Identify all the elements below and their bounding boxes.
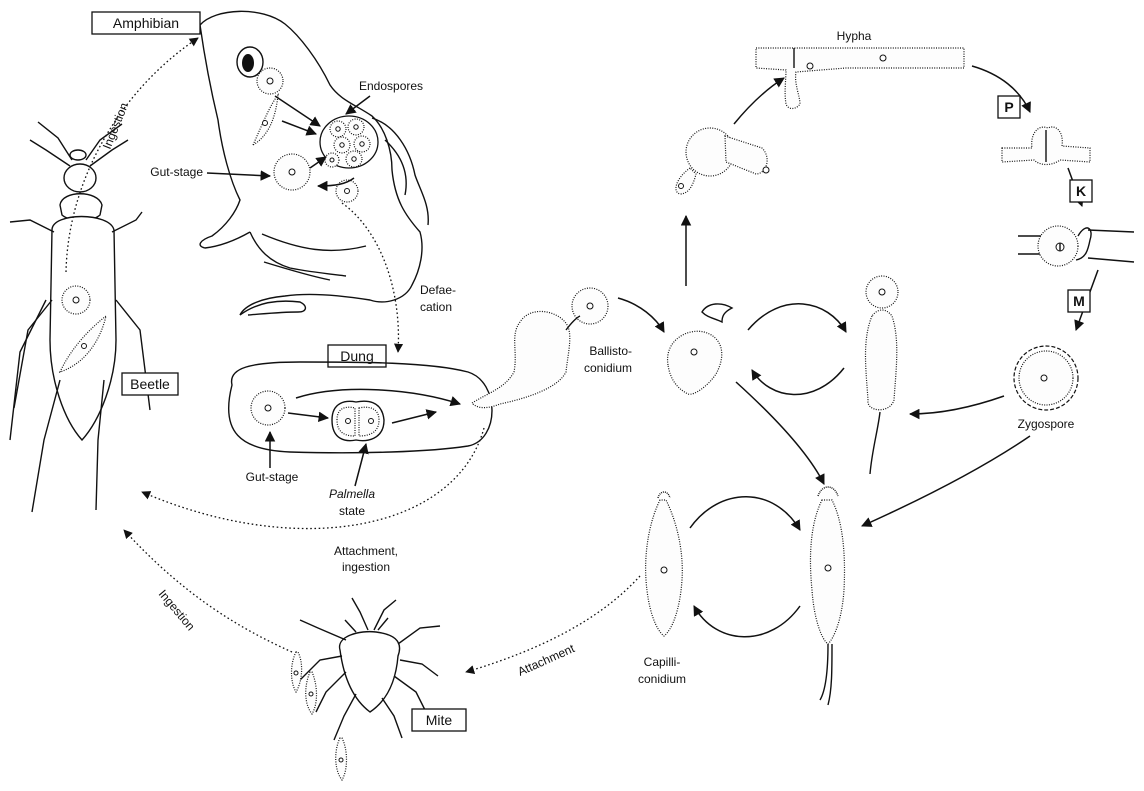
capilliconidium-detached: [646, 492, 683, 636]
endospores-label: Endospores: [359, 79, 423, 93]
frog-illustration: [200, 11, 428, 315]
capilliconidium-label-1: Capilli-: [644, 655, 681, 669]
germinating-spore: [676, 128, 769, 194]
ballistoconidium-label-2: conidium: [584, 361, 632, 375]
stage-p-label: P: [1004, 99, 1013, 115]
attachment-label: Attachment: [516, 641, 578, 679]
capilliconidiophore: [810, 487, 844, 705]
mite-illustration: [292, 598, 441, 780]
progametangia: [1002, 127, 1090, 165]
stage-k-label: K: [1076, 183, 1086, 199]
palmella-label: Palmella: [329, 487, 375, 501]
ballistoconidium: [668, 304, 732, 394]
zygospore-label: Zygospore: [1018, 417, 1075, 431]
stage-m-label: M: [1073, 293, 1085, 309]
dung-pellet: [229, 362, 492, 453]
ingestion-label-top: Ingestion: [100, 101, 131, 151]
secondary-conidiophore: [866, 276, 899, 474]
conidiophore-germinating: [472, 288, 608, 408]
ballistoconidium-label-1: Ballisto-: [589, 344, 632, 358]
gut-stage-label-dung: Gut-stage: [246, 470, 299, 484]
karyogamy-zygote: [1018, 226, 1134, 266]
attachment-ingestion-label-2: ingestion: [342, 560, 390, 574]
capilliconidium-label-2: conidium: [638, 672, 686, 686]
gut-stage-label-top: Gut-stage: [150, 165, 203, 179]
palmella-state-label: state: [339, 504, 365, 518]
zygospore: [1014, 346, 1078, 410]
endospore-cluster: [320, 116, 378, 168]
beetle-label: Beetle: [130, 376, 170, 392]
defaecation-label-1: Defae-: [420, 283, 456, 297]
ingestion-label-bottom: Ingestion: [156, 587, 198, 633]
hypha: [756, 48, 964, 109]
mite-label: Mite: [426, 712, 453, 728]
defaecation-label-2: cation: [420, 300, 452, 314]
amphibian-label: Amphibian: [113, 15, 179, 31]
hypha-label: Hypha: [837, 29, 872, 43]
attachment-ingestion-label-1: Attachment,: [334, 544, 398, 558]
beetle-illustration: [10, 122, 150, 512]
